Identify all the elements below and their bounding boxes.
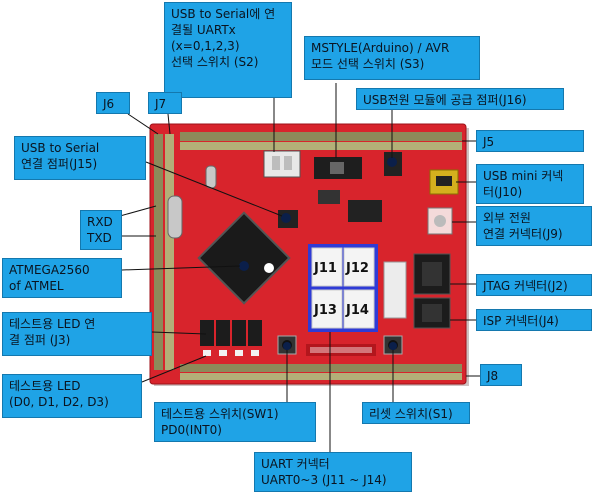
callout-line: 테스트용 스위치(SW1): [161, 407, 279, 421]
callout-line: 결 점퍼 (J3): [9, 333, 71, 347]
dip-switch-s2: [263, 150, 301, 178]
callout-line: UART0~3 (J11 ~ J14): [261, 473, 387, 487]
callout-j3: 테스트용 LED 연 결 점퍼 (J3): [2, 312, 152, 356]
leader-lines: [119, 83, 480, 452]
callout-j2: JTAG 커넥터(J2): [476, 274, 592, 296]
callout-leds: 테스트용 LED (D0, D1, D2, D3): [2, 374, 142, 418]
callout-line: MSTYLE(Arduino) / AVR: [311, 41, 450, 55]
callout-j9: 외부 전원 연결 커넥터(J9): [476, 206, 592, 246]
callout-line: 연결 점퍼(J15): [21, 157, 98, 171]
label-j12: J12: [345, 261, 369, 276]
jtag-connector-j2: [413, 253, 451, 295]
callout-sw1: 테스트용 스위치(SW1) PD0(INT0): [154, 402, 316, 442]
callout-line: UART 커넥터: [261, 457, 330, 471]
callout-line: 리셋 스위치(S1): [369, 407, 453, 421]
pointer-dot: [281, 213, 291, 223]
callout-line: (x=0,1,2,3): [171, 39, 240, 53]
callout-line: of ATMEL: [9, 279, 64, 293]
callout-line: J6: [103, 97, 115, 111]
label-j13: J13: [313, 303, 337, 318]
callout-line: JTAG 커넥터(J2): [483, 279, 568, 293]
label-j14: J14: [345, 303, 369, 318]
callout-line: TXD: [87, 231, 112, 245]
pin-header-j8: [180, 364, 462, 380]
callout-line: USB to Serial: [21, 141, 100, 155]
callout-rxd-txd: RXD TXD: [80, 210, 122, 250]
callout-line: PD0(INT0): [161, 423, 222, 437]
callout-line: J8: [487, 369, 499, 383]
callout-uart: UART 커넥터 UART0~3 (J11 ~ J14): [254, 452, 412, 492]
callout-line: RXD: [87, 215, 113, 229]
pointer-dot: [239, 261, 249, 271]
callout-line: ISP 커넥터(J4): [483, 314, 559, 328]
led-jumper-j3: [200, 320, 262, 346]
callout-j4: ISP 커넥터(J4): [476, 309, 592, 331]
callout-line: USB to Serial에 연: [171, 7, 276, 21]
uart-modules: J11 J12 J13 J14: [308, 244, 378, 332]
callout-line: 외부 전원: [483, 211, 531, 225]
label-j11: J11: [313, 261, 337, 276]
pin-header-j5: [180, 132, 462, 150]
callout-j6: J6: [96, 92, 130, 114]
callout-s3: MSTYLE(Arduino) / AVR 모드 선택 스위치 (S3): [304, 36, 480, 80]
callout-line: 테스트용 LED: [9, 379, 81, 393]
callout-j10: USB mini 커넥 터(J10): [476, 164, 584, 204]
pin-header-j6-j7: [154, 134, 174, 370]
callout-line: USB mini 커넥: [483, 169, 564, 183]
callout-j5: J5: [476, 130, 584, 152]
callout-s2: USB to Serial에 연 결될 UARTx (x=0,1,2,3) 선택…: [164, 2, 292, 98]
crystal: [167, 195, 183, 239]
callout-line: 결될 UARTx: [171, 23, 236, 37]
white-connector: [383, 261, 407, 319]
callout-line: (D0, D1, D2, D3): [9, 395, 109, 409]
callout-atmega: ATMEGA2560 of ATMEL: [2, 258, 122, 298]
callout-line: 연결 커넥터(J9): [483, 227, 563, 241]
callout-j16: USB전원 모듈에 공급 점퍼(J16): [356, 88, 564, 110]
atmega2560-chip: [197, 211, 291, 305]
callout-line: J7: [155, 97, 167, 111]
callout-s1: 리셋 스위치(S1): [362, 402, 470, 424]
pointer-dot: [283, 342, 291, 350]
callout-line: 터(J10): [483, 185, 523, 199]
callout-line: 테스트용 LED 연: [9, 317, 96, 331]
callout-line: J5: [483, 135, 495, 149]
pointer-dot: [387, 157, 397, 167]
callout-line: ATMEGA2560: [9, 263, 90, 277]
usb-serial-chip: [348, 200, 382, 222]
callout-j8: J8: [480, 364, 522, 386]
callout-j15: USB to Serial 연결 점퍼(J15): [14, 136, 146, 180]
callout-line: USB전원 모듈에 공급 점퍼(J16): [363, 93, 527, 107]
test-leds: [203, 350, 259, 356]
callout-j7: J7: [148, 92, 182, 114]
callout-line: 선택 스위치 (S2): [171, 55, 259, 69]
pointer-dot: [389, 342, 397, 350]
callout-line: 모드 선택 스위치 (S3): [311, 57, 425, 71]
